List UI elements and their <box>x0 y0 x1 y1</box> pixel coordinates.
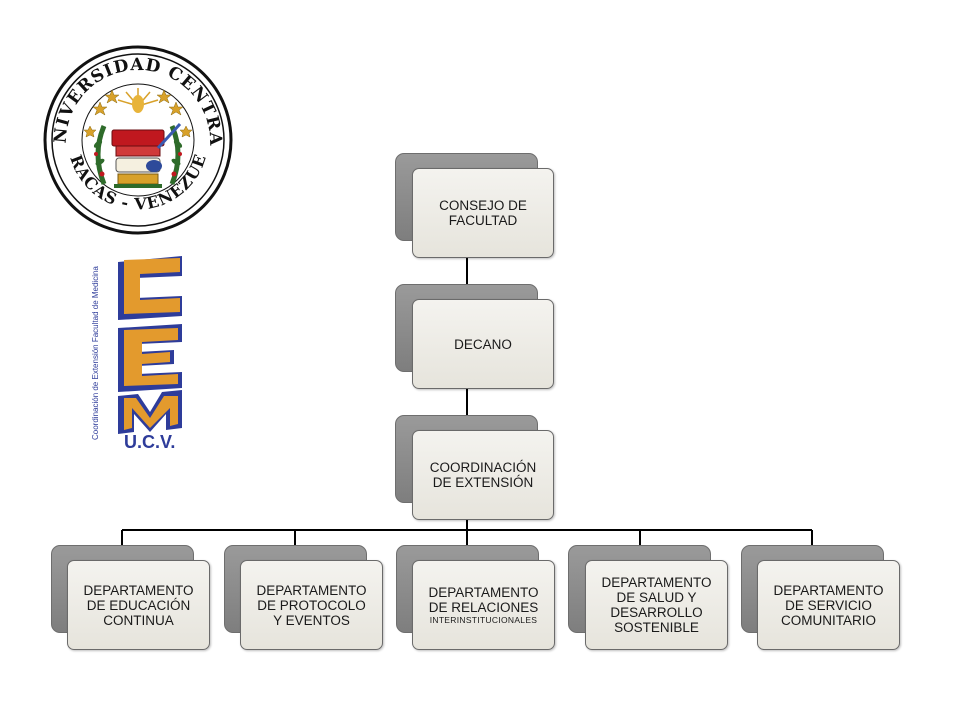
node-label: CONSEJO DE FACULTAD <box>439 198 527 228</box>
svg-text:U.C.V.: U.C.V. <box>124 432 175 450</box>
node-label: DEPARTAMENTO DE RELACIONES <box>428 585 539 615</box>
node-label: DEPARTAMENTO DE SALUD Y DESARROLLO SOSTE… <box>601 575 712 635</box>
node-label: DECANO <box>454 336 512 352</box>
ucv-seal-logo: UNIVERSIDAD CENTRAL CARACAS - VENEZUELA <box>42 44 233 235</box>
node-label: COORDINACIÓN DE EXTENSIÓN <box>429 460 537 490</box>
cem-logo: Coordinación de Extensión Facultad de Me… <box>91 256 182 450</box>
node-sublabel: INTERINSTITUCIONALES <box>429 615 538 625</box>
svg-text:Coordinación de Extensión Facu: Coordinación de Extensión Facultad de Me… <box>91 266 100 440</box>
node-label: DEPARTAMENTO DE PROTOCOLO Y EVENTOS <box>256 582 367 628</box>
node-label: DEPARTAMENTO DE SERVICIO COMUNITARIO <box>773 582 884 628</box>
node-label: DEPARTAMENTO DE EDUCACIÓN CONTINUA <box>83 582 194 628</box>
